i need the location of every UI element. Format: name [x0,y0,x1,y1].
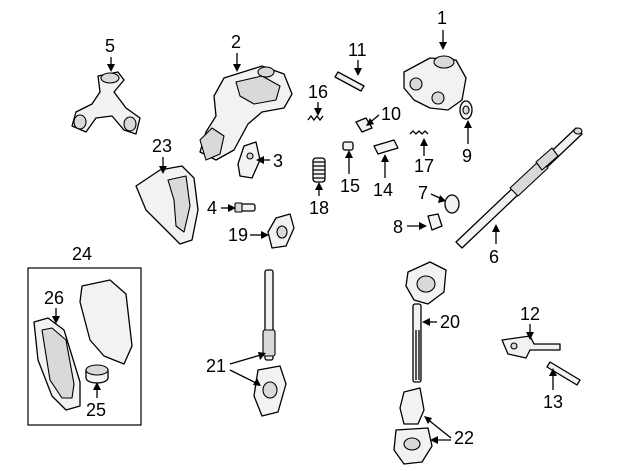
leader-22a [425,417,452,439]
callout-26: 26 [44,288,64,308]
callout-1: 1 [437,8,447,28]
callout-12: 12 [520,304,540,324]
arrow-15 [345,150,353,158]
callout-24: 24 [72,244,92,264]
arrow-8 [419,222,427,230]
part-19-drawing [267,213,295,249]
part-12-drawing [501,335,561,359]
group-box-24 [27,267,142,426]
arrow-16 [314,108,322,116]
part-1-drawing [403,55,467,111]
arrow-21b [253,378,261,386]
callout-8: 8 [393,217,403,237]
leader-21a [229,353,265,365]
callout-17: 17 [414,156,434,176]
callout-20: 20 [440,312,460,332]
arrow-26 [52,316,60,324]
callout-18: 18 [309,198,329,218]
part-26-drawing [33,317,81,411]
arrow-7 [438,195,446,203]
part-17-drawing [409,130,429,135]
part-22-drawing [393,387,433,465]
part-21-drawing [253,269,287,417]
callout-25: 25 [86,400,106,420]
arrow-11 [354,68,362,76]
callout-10: 10 [381,104,401,124]
callout-5: 5 [105,36,115,56]
arrow-9 [464,120,472,128]
callout-16: 16 [308,82,328,102]
arrow-4 [228,204,236,212]
arrow-5 [107,64,115,72]
part-5-drawing [71,71,141,135]
callout-6: 6 [489,247,499,267]
arrow-17 [420,138,428,146]
part-25-drawing [85,364,109,384]
callout-22: 22 [454,428,474,448]
part-15-drawing [342,141,354,151]
part-4-drawing [234,202,256,213]
callout-3: 3 [273,151,283,171]
part-10-drawing [355,117,373,133]
callout-7: 7 [418,183,428,203]
part-7-drawing [444,194,460,214]
part-20-drawing [405,261,447,383]
part-16-drawing [307,114,324,122]
callout-14: 14 [373,180,393,200]
callout-9: 9 [462,146,472,166]
arrow-20 [422,318,430,326]
callout-4: 4 [207,198,217,218]
callout-11: 11 [348,40,367,60]
part-18-drawing [312,157,326,183]
callout-19: 19 [228,225,248,245]
callout-13: 13 [543,392,563,412]
callout-21: 21 [206,356,226,376]
callout-15: 15 [340,176,360,196]
arrow-23 [159,166,167,174]
arrow-12 [526,332,534,340]
arrow-3 [256,156,264,164]
part-3-drawing [237,141,261,179]
arrow-21a [258,352,266,360]
part-13-drawing [546,361,581,386]
arrow-18 [315,182,323,190]
part-2-drawing [199,65,293,161]
arrow-1 [439,42,447,50]
callout-23: 23 [152,136,172,156]
part-11-drawing [334,71,365,92]
arrow-13 [549,368,557,376]
arrow-22a [424,416,432,424]
arrow-14 [381,154,389,162]
part-6-drawing [455,127,583,249]
arrow-2 [233,64,241,72]
part-8-drawing [427,213,443,231]
part-23-drawing [135,165,199,245]
part-9-drawing [459,100,473,120]
leader-21b [229,369,259,385]
callout-2: 2 [231,32,241,52]
arrow-6 [492,224,500,232]
part-24-drawing [79,279,133,365]
arrow-10 [366,118,374,126]
arrow-22b [430,436,438,444]
arrow-19 [261,231,269,239]
part-14-drawing [373,139,399,155]
arrow-25 [93,382,101,390]
